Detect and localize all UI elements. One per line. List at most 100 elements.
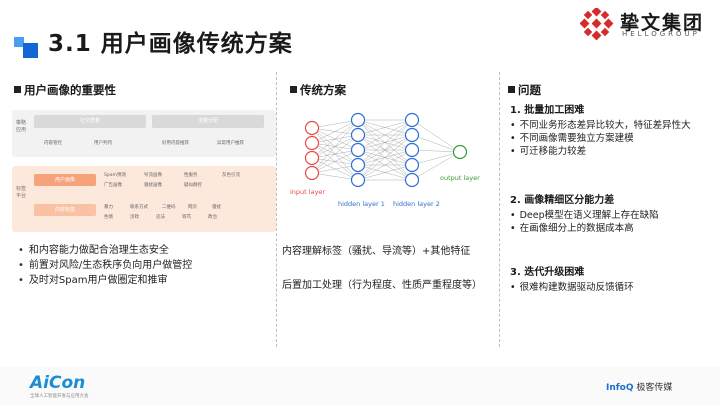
layer-item: Spam预测 (104, 173, 126, 178)
problem-list: Deep模型在语义理解上存在缺陷 在画像细分上的数据成本高 (510, 209, 659, 235)
media-name: 极客传媒 (636, 383, 673, 393)
nn-edge (357, 119, 413, 136)
tag-platform-layer: 标签平台 用户画像 内容标签 Spam预测 导流画像 性服务 灰色引流 广告画像… (12, 166, 276, 232)
column-divider (499, 72, 500, 347)
layer-item: 色情 (104, 215, 113, 220)
nn-edge (311, 172, 359, 181)
nn-node-hidden1 (350, 142, 366, 158)
title-mark-icon (14, 37, 40, 58)
nn-node-input (304, 150, 320, 166)
layer-item: 涉政 (130, 215, 139, 220)
layer-item: 广告画像 (104, 183, 122, 188)
nn-edge (311, 119, 359, 129)
layer-item: 内容管控 (44, 141, 62, 146)
layer-item: 疑似群控 (184, 183, 202, 188)
footer: AiCon 全球人工智能开发与应用大会 InfoQ 极客传媒 (0, 367, 720, 405)
middle-line-2: 后置加工处理（行为程度、性质严重程度等） (282, 280, 482, 291)
nn-edge (411, 134, 461, 153)
nn-node-hidden2 (404, 172, 420, 188)
brand-name-en: HELLOGROUP (622, 30, 700, 38)
problem-title: 2. 画像精细区分能力差 (510, 195, 615, 206)
brand-mark-icon (580, 8, 614, 40)
nn-node-hidden1 (350, 127, 366, 143)
list-item: 不同画像需要独立方案建模 (510, 132, 691, 145)
list-item: 和内容能力做配合治理生态安全 (18, 244, 192, 257)
layer-item: 导流画像 (144, 173, 162, 178)
nn-edge (357, 119, 413, 181)
nn-edge (411, 149, 461, 153)
square-bullet-icon (290, 86, 297, 93)
nn-node-hidden1 (350, 112, 366, 128)
layer-item: 骚扰 (212, 205, 221, 210)
list-item: 在画像细分上的数据成本高 (510, 222, 659, 235)
nn-edge (357, 119, 413, 151)
nn-edge (411, 151, 461, 181)
problem-title: 3. 迭代升级困难 (510, 267, 585, 278)
layer-box: 用户画像 (34, 174, 96, 186)
strategy-layer: 策略应用 社交质量 流量分配 内容管控 用户判罚 好用内容推荐 异常用户推荐 (12, 110, 276, 157)
nn-edge (411, 151, 461, 166)
problem-title: 1. 批量加工困难 (510, 105, 585, 116)
middle-line-1: 内容理解标签（骚扰、导流等）+其他特征 (282, 246, 471, 257)
nn-edge (311, 164, 359, 174)
problem-list: 不同业务形态差异比较大，特征差异性大 不同画像需要独立方案建模 可迁移能力较差 (510, 119, 691, 158)
nn-edge (311, 119, 359, 144)
middle-heading: 传统方案 (290, 82, 346, 98)
layer-item: 好用内容推荐 (162, 141, 189, 146)
list-item: 不同业务形态差异比较大，特征差异性大 (510, 119, 691, 132)
layer-item: 政治 (208, 215, 217, 220)
nn-node-input (304, 120, 320, 136)
square-bullet-icon (508, 86, 515, 93)
left-heading: 用户画像的重要性 (14, 82, 116, 98)
layer-box: 内容标签 (34, 204, 96, 216)
list-item: 可迁移能力较差 (510, 145, 691, 158)
problem-list: 很难构建数据驱动反馈循环 (510, 281, 634, 294)
layer-box: 流量分配 (152, 115, 264, 128)
aicon-logo: AiCon (30, 373, 86, 393)
nn-node-hidden2 (404, 112, 420, 128)
nn-node-input (304, 135, 320, 151)
nn-edge (357, 134, 413, 181)
infoq-logo: InfoQ (606, 383, 634, 393)
left-bullet-list: 和内容能力做配合治理生态安全 前置对风险/生态秩序负向用户做管控 及时对Spam… (18, 244, 192, 289)
nn-edge (311, 134, 359, 174)
layer-item: 性服务 (184, 173, 198, 178)
media-logo: InfoQ 极客传媒 (606, 380, 672, 393)
nn-node-hidden1 (350, 172, 366, 188)
nn-node-output (452, 144, 468, 160)
nn-edge (311, 149, 359, 174)
aicon-subtitle: 全球人工智能开发与应用大会 (30, 394, 89, 399)
list-item: 很难构建数据驱动反馈循环 (510, 281, 634, 294)
square-bullet-icon (14, 86, 21, 93)
architecture-diagram: 策略应用 社交质量 流量分配 内容管控 用户判罚 好用内容推荐 异常用户推荐 标… (12, 110, 276, 232)
nn-connections (311, 119, 461, 181)
brand-name-cn: 挚文集团 (620, 12, 705, 34)
nn-node-hidden2 (404, 127, 420, 143)
list-item: Deep模型在语义理解上存在缺陷 (510, 209, 659, 222)
layer-item: 异常用户推荐 (217, 141, 244, 146)
nn-hidden1-label: hidden layer 1 (338, 200, 385, 208)
list-item: 及时对Spam用户做圈定和推审 (18, 274, 192, 287)
right-heading: 问题 (508, 82, 541, 98)
nn-edge (411, 119, 461, 153)
brand-logo: 挚文集团 HELLOGROUP (580, 8, 710, 40)
nn-node-hidden1 (350, 157, 366, 173)
nn-edge (357, 149, 413, 181)
problem-group: 1. 批量加工困难 不同业务形态差异比较大，特征差异性大 不同画像需要独立方案建… (510, 104, 691, 158)
nn-hidden2-label: hidden layer 2 (393, 200, 440, 208)
problem-group: 2. 画像精细区分能力差 Deep模型在语义理解上存在缺陷 在画像细分上的数据成… (510, 194, 659, 235)
layer-item: 辱骂 (182, 215, 191, 220)
layer-item: 网页 (188, 205, 197, 210)
layer-label: 策略应用 (15, 120, 26, 133)
column-divider (276, 72, 277, 347)
nn-edge (311, 119, 359, 159)
nn-edge (357, 119, 413, 166)
layer-label: 标签平台 (15, 186, 26, 199)
layer-box: 社交质量 (34, 115, 146, 128)
page-title: 3.1 用户画像传统方案 (48, 31, 293, 57)
layer-item: 灰色引流 (222, 173, 240, 178)
layer-item: 联系方式 (130, 205, 148, 210)
nn-input-label: input layer (290, 188, 325, 196)
layer-item: 二维码 (162, 205, 176, 210)
nn-edge (311, 119, 359, 174)
